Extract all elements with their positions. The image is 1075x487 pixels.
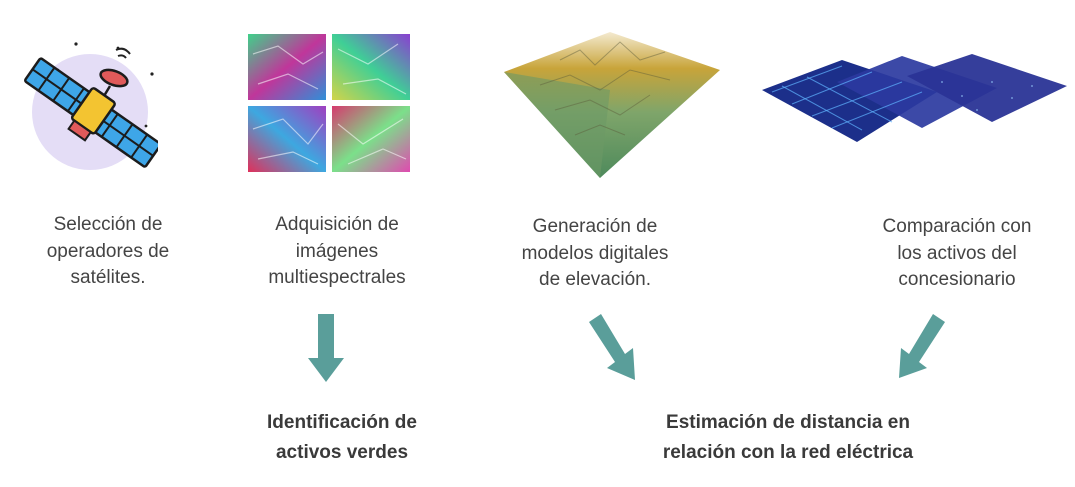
arrow-down-icon (308, 314, 344, 382)
layered-maps-icon (762, 54, 1067, 142)
satellite-icon (24, 42, 158, 170)
step-label-satellite-selection: Selección de operadores de satélites. (46, 214, 170, 289)
step-label-asset-comparison: Comparación con los activos del concesio… (882, 216, 1032, 291)
step-label-elevation-models: Generación de modelos digitales de eleva… (521, 216, 669, 291)
result-label-green-assets: Identificación de activos verdes (267, 412, 417, 464)
multispectral-images-icon (248, 34, 410, 172)
elevation-model-icon (504, 32, 720, 178)
step-label-image-acquisition: Adquisición de imágenes multiespectrales (268, 214, 406, 289)
arrow-down-right-icon (589, 314, 635, 380)
arrow-down-left-icon (899, 314, 945, 378)
result-label-distance-estimation: Estimación de distancia en relación con … (662, 412, 914, 464)
